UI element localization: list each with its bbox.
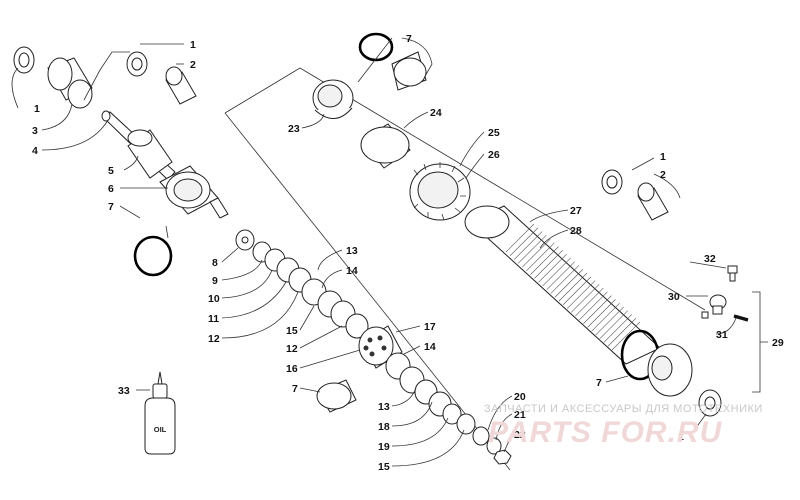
label-1c: 1 — [660, 151, 666, 163]
label-13a: 13 — [346, 245, 358, 257]
label-13b: 13 — [378, 401, 390, 413]
label-4: 4 — [32, 145, 38, 157]
label-1b: 1 — [190, 39, 196, 51]
valve-30 — [701, 294, 727, 319]
watermark-logo: PARTS FOR.RU — [488, 416, 723, 449]
label-29: 29 — [772, 337, 784, 349]
label-27: 27 — [570, 205, 582, 217]
valve-32 — [727, 265, 738, 282]
oil-bottle-33: OIL — [144, 371, 176, 455]
bushing-top-left — [13, 46, 35, 74]
label-12b: 12 — [286, 343, 298, 355]
callout-labels: 1 1 1 1 2 2 3 4 5 6 7 7 7 7 8 9 10 11 12… — [32, 33, 784, 473]
eyelet-sleeve-3 — [47, 57, 93, 109]
label-19: 19 — [378, 441, 390, 453]
assembly-boundary — [224, 67, 706, 471]
sleeve-7-left — [316, 379, 357, 413]
cap-23 — [312, 79, 354, 119]
body-27-28 — [464, 205, 661, 365]
bushing-1-upper — [126, 51, 148, 77]
label-21: 21 — [514, 409, 526, 421]
label-6: 6 — [108, 183, 114, 195]
label-9: 9 — [212, 275, 218, 287]
label-7d: 7 — [596, 377, 602, 389]
label-16: 16 — [286, 363, 298, 375]
label-22: 22 — [514, 429, 526, 441]
label-24: 24 — [430, 107, 442, 119]
label-3: 3 — [32, 125, 38, 137]
o-ring-7-top — [358, 32, 394, 62]
washer-stack — [235, 229, 369, 339]
spacer-2-upper — [165, 66, 197, 105]
sleeve-7-top — [391, 51, 427, 91]
label-12a: 12 — [208, 333, 220, 345]
label-31: 31 — [716, 329, 728, 341]
label-8: 8 — [212, 257, 218, 269]
label-15a: 15 — [286, 325, 298, 337]
label-14b: 14 — [424, 341, 436, 353]
spacer-2-right — [637, 182, 669, 221]
label-17: 17 — [424, 321, 436, 333]
o-ring-7-left — [133, 235, 173, 277]
shaft-body-6 — [159, 165, 229, 219]
bushing-1-lower — [698, 389, 722, 417]
watermark-tagline: ЗАПЧАСТИ И АКСЕССУАРЫ ДЛЯ МОТОТЕХНИКИ — [484, 403, 763, 415]
label-2b: 2 — [660, 169, 666, 181]
label-28: 28 — [570, 225, 582, 237]
label-14a: 14 — [346, 265, 358, 277]
label-7c: 7 — [292, 383, 298, 395]
label-1d: 1 — [678, 431, 684, 443]
bracket-29 — [752, 291, 768, 393]
washer-stack-lower — [385, 352, 512, 465]
label-15b: 15 — [378, 461, 390, 473]
label-30: 30 — [668, 291, 680, 303]
leader-lines — [11, 37, 737, 467]
bearing-24 — [360, 123, 411, 169]
end-cap-lower — [647, 343, 693, 397]
label-5: 5 — [108, 165, 114, 177]
label-18: 18 — [378, 421, 390, 433]
label-26: 26 — [488, 149, 500, 161]
label-11: 11 — [208, 313, 219, 325]
label-23: 23 — [288, 123, 300, 135]
bushing-1-right — [601, 169, 623, 195]
label-25: 25 — [488, 127, 500, 139]
oil-bottle-text: OIL — [154, 425, 167, 434]
label-20: 20 — [514, 391, 526, 403]
label-1a: 1 — [34, 103, 40, 115]
label-33: 33 — [118, 385, 130, 397]
label-7a: 7 — [108, 201, 114, 213]
spring-adjuster-25 — [409, 162, 471, 221]
shaft-eye-5 — [127, 129, 173, 179]
label-7b: 7 — [406, 33, 412, 45]
label-2a: 2 — [190, 59, 196, 71]
label-32: 32 — [704, 253, 716, 265]
label-10: 10 — [208, 293, 220, 305]
valve-31 — [733, 314, 749, 322]
